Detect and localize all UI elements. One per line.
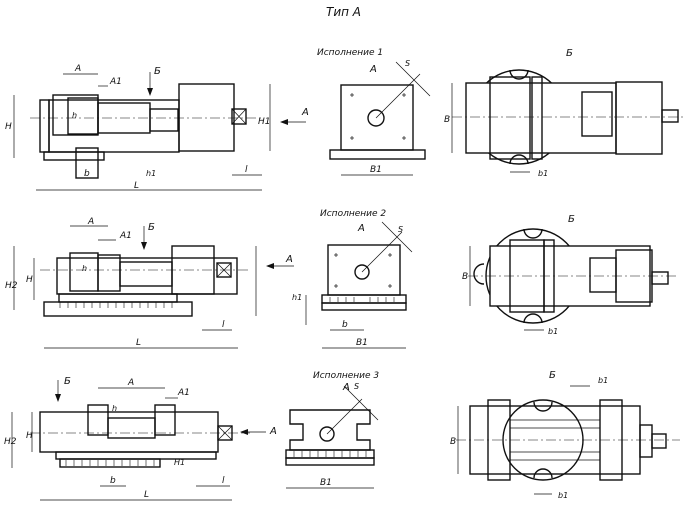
label-B-arrow-3: Б [64,376,71,387]
section-2-title: Исполнение 2 [320,209,386,219]
dim-H2-3: H2 [4,437,17,447]
vise-2-side-dimensions: A A1 h Б H2 H А l L [5,217,294,349]
dim-B-1: B [444,115,450,125]
section-1-title: Исполнение 1 [317,48,383,58]
vise-1-front-view: А S B1 [329,59,431,176]
dim-H1-3: H1 [174,458,185,467]
vise-3-front-view: А S B1 [285,382,379,489]
dim-b1-3-top: b1 [598,376,608,385]
dim-H-3: H [26,431,33,441]
dim-H1: H1 [258,117,271,127]
front-1-label: А [369,64,377,75]
dim-b-2: b [342,320,348,330]
dim-l-2: l [222,320,225,330]
label-A-arrow-3: А [269,426,277,437]
front-3-label: А [342,382,350,393]
dim-B1-1: B1 [370,165,382,175]
dim-h1: h1 [146,169,156,178]
section-3-title: Исполнение 3 [313,371,379,381]
dim-h1-2: h1 [292,293,302,302]
dim-A-2: A [87,217,94,227]
dim-B-3: B [450,437,456,447]
dim-b1-1: b1 [538,169,548,178]
dim-S-1: S [405,59,410,68]
vise-2-front-view: А S h1 b B1 [292,221,413,349]
dim-h-2: h [82,264,87,273]
dim-A1: A1 [109,77,122,87]
dim-H2: H2 [5,281,18,291]
label-B-arrow: Б [154,66,161,77]
dim-A1-3: A1 [177,388,190,398]
vise-1-side-dimensions: A A1 h H H1 L l b h1 Б А [5,64,309,191]
vise-1-side-view [30,83,262,179]
vise-1-top-view: Б B b1 [444,48,686,178]
front-2-label: А [357,223,365,234]
dim-H-2: H [26,275,33,285]
dim-h: h [72,111,77,120]
dim-B1-3: B1 [320,478,332,488]
dim-B1-2: B1 [356,338,368,348]
dim-b1-3-bottom: b1 [558,491,568,500]
vise-3-top-view: Б B b1 b1 [450,370,680,500]
dim-L-2: L [136,338,141,348]
vise-3-side-dimensions: Б A A1 h H2 H b H1 l L А [4,376,277,501]
dim-l: l [245,165,248,175]
dim-h-3: h [112,404,117,413]
dim-S-2: S [398,225,403,234]
label-A-arrow-2: А [285,254,293,265]
vise-2-side-view [40,245,250,317]
vise-3-side-view [30,404,250,468]
dim-B-2: B [462,272,468,282]
dim-A1-2: A1 [119,231,132,241]
dim-A: A [74,64,81,74]
dim-A-3: A [127,378,134,388]
dim-l-3: l [222,476,225,486]
dim-L-3: L [144,490,149,500]
page-title: Тип А [326,5,361,19]
side-2-label: Б [568,214,575,225]
side-3-label: Б [549,370,556,381]
label-A-arrow: А [301,107,309,118]
vise-2-top-view: Б B b1 [462,214,678,336]
side-1-label: Б [566,48,573,59]
dim-H: H [5,122,12,132]
dim-S-3: S [354,382,359,391]
dim-b1-2: b1 [548,327,558,336]
label-B-arrow-2: Б [148,222,155,233]
dim-L: L [134,181,139,191]
dim-b-3: b [110,476,116,486]
dim-b: b [84,169,90,179]
